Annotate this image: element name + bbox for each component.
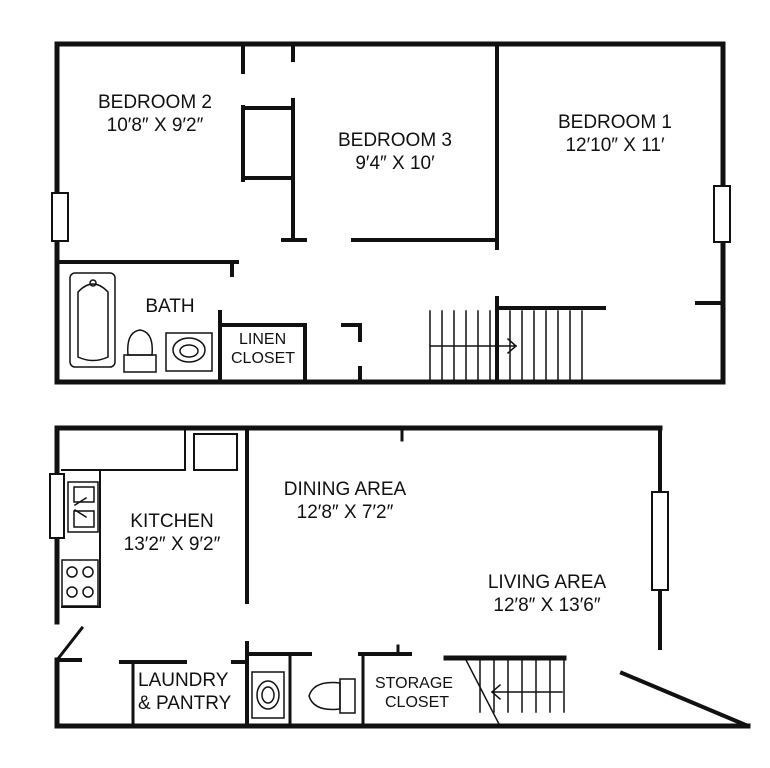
room-name-2: & PANTRY — [138, 692, 232, 714]
room-label-bedroom3: BEDROOM 3 9′4″ X 10′ — [310, 130, 480, 176]
lower-stairs — [464, 658, 565, 728]
stove-icon — [61, 559, 99, 607]
room-name: LIVING AREA — [487, 572, 607, 593]
window — [51, 192, 69, 242]
toilet-icon — [308, 678, 356, 714]
lower-floor — [49, 425, 751, 729]
window — [49, 473, 65, 539]
room-name: STORAGE — [375, 675, 453, 692]
room-dimensions: 12′10″ X 11′ — [565, 134, 665, 156]
room-label-linen-closet: LINEN CLOSET — [231, 330, 295, 368]
room-name: LINEN — [239, 331, 287, 348]
room-label-bedroom2: BEDROOM 2 10′8″ X 9′2″ — [70, 92, 240, 138]
washer-icon — [251, 671, 285, 719]
room-name: BEDROOM 2 — [97, 92, 213, 113]
window — [713, 185, 731, 243]
upper-stairs — [429, 310, 583, 381]
room-name: BATH — [145, 296, 195, 317]
room-label-storage-closet: STORAGE CLOSET — [375, 674, 453, 712]
sink-icon — [165, 332, 213, 372]
room-label-dining: DINING AREA 12′8″ X 7′2″ — [260, 479, 430, 525]
room-dimensions: 12′8″ X 7′2″ — [296, 501, 394, 523]
room-name-2: CLOSET — [231, 350, 296, 368]
room-name-2: CLOSET — [385, 694, 450, 712]
kitchen-sink-icon — [67, 481, 99, 533]
bathtub-icon — [69, 272, 116, 368]
room-dimensions: 10′8″ X 9′2″ — [106, 114, 204, 136]
room-label-living: LIVING AREA 12′8″ X 13′6″ — [462, 572, 632, 618]
room-label-bath: BATH — [130, 296, 210, 319]
room-dimensions: 12′8″ X 13′6″ — [493, 594, 601, 616]
room-name: KITCHEN — [130, 511, 214, 532]
window — [651, 491, 669, 591]
room-name: BEDROOM 1 — [557, 112, 673, 133]
toilet-icon — [123, 329, 157, 373]
room-label-kitchen: KITCHEN 13′2″ X 9′2″ — [102, 511, 242, 557]
room-label-laundry-pantry: LAUNDRY & PANTRY — [138, 670, 231, 716]
room-name: DINING AREA — [283, 479, 407, 500]
room-name: BEDROOM 3 — [337, 130, 453, 151]
room-label-bedroom1: BEDROOM 1 12′10″ X 11′ — [530, 112, 700, 158]
upper-floor — [51, 41, 731, 385]
room-dimensions: 13′2″ X 9′2″ — [123, 533, 221, 555]
room-name: LAUNDRY — [138, 670, 229, 691]
room-dimensions: 9′4″ X 10′ — [355, 152, 435, 174]
